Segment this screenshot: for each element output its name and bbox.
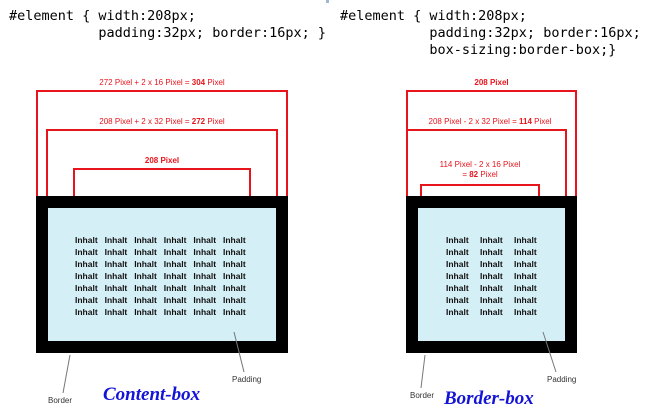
content-word: Inhalt (193, 295, 217, 305)
content-word: Inhalt (480, 235, 503, 245)
content-word: Inhalt (514, 295, 537, 305)
content-word: Inhalt (163, 247, 187, 257)
padding-width-bracket (46, 129, 278, 198)
padding-width-bracket (406, 129, 567, 198)
content-box-code: #element { width:208px; padding:32px; bo… (9, 8, 326, 42)
content-word: Inhalt (75, 271, 98, 281)
outer-width-bracket (36, 90, 288, 198)
border-label: Border (410, 391, 435, 400)
content-word: Inhalt (514, 247, 537, 257)
content-word: Inhalt (514, 259, 537, 269)
content-word: Inhalt (163, 307, 187, 317)
content-word: Inhalt (480, 247, 503, 257)
content-word: Inhalt (446, 307, 469, 317)
content-width-label: 114 Pixel - 2 x 16 Pixel= 82 Pixel (439, 160, 521, 179)
content-word: Inhalt (223, 283, 246, 293)
content-word: Inhalt (163, 271, 187, 281)
content-word: Inhalt (480, 259, 503, 269)
content-word: Inhalt (134, 271, 157, 281)
padding-area (418, 208, 565, 341)
content-word: Inhalt (480, 307, 503, 317)
border-box-title: Border-box (444, 388, 534, 409)
content-word: Inhalt (134, 259, 157, 269)
content-word: Inhalt (480, 283, 503, 293)
content-word: Inhalt (163, 295, 187, 305)
content-width-bracket (73, 168, 251, 198)
content-word: Inhalt (75, 295, 98, 305)
code-line: #element { width:208px; (9, 8, 196, 24)
content-word: Inhalt (446, 235, 469, 245)
content-word: Inhalt (104, 295, 128, 305)
border-box-code: #element { width:208px; padding:32px; bo… (340, 8, 641, 59)
content-width-bracket (420, 184, 540, 198)
padding-area (48, 208, 276, 341)
content-word: Inhalt (163, 283, 187, 293)
content-word: Inhalt (223, 307, 246, 317)
content-word: Inhalt (104, 247, 128, 257)
content-word: Inhalt (446, 247, 469, 257)
content-word: Inhalt (193, 307, 217, 317)
content-word: Inhalt (104, 283, 128, 293)
content-word: Inhalt (514, 283, 537, 293)
content-word: Inhalt (223, 295, 246, 305)
content-word: Inhalt (223, 271, 246, 281)
border-pointer (420, 354, 426, 389)
content-word: Inhalt (75, 259, 98, 269)
content-word: Inhalt (75, 307, 98, 317)
content-word: Inhalt (223, 259, 246, 269)
code-line: box-sizing:border-box;} (340, 42, 617, 58)
outer-width-label: 208 Pixel (474, 78, 509, 87)
content-word: Inhalt (446, 271, 469, 281)
padding-width-label: 208 Pixel + 2 x 32 Pixel = 272 Pixel (99, 117, 225, 126)
content-word: Inhalt (104, 235, 128, 245)
content-word: Inhalt (446, 283, 469, 293)
padding-width-label: 208 Pixel - 2 x 32 Pixel = 114 Pixel (428, 117, 552, 126)
content-word: Inhalt (134, 307, 157, 317)
content-word: Inhalt (193, 259, 217, 269)
code-line: padding:32px; border:16px; (340, 25, 641, 41)
content-word: Inhalt (104, 259, 128, 269)
content-word: Inhalt (514, 307, 537, 317)
content-word: Inhalt (163, 259, 187, 269)
content-word: Inhalt (193, 271, 217, 281)
content-word: Inhalt (446, 259, 469, 269)
padding-label: Padding (232, 375, 262, 384)
content-word: Inhalt (193, 247, 217, 257)
content-word: Inhalt (75, 283, 98, 293)
content-word: Inhalt (193, 235, 217, 245)
content-width-label: 208 Pixel (144, 156, 180, 165)
content-word: Inhalt (514, 235, 537, 245)
code-line: padding:32px; border:16px; } (9, 25, 326, 41)
content-word: Inhalt (193, 283, 217, 293)
content-word: Inhalt (104, 307, 128, 317)
content-word: Inhalt (104, 271, 128, 281)
content-word: Inhalt (446, 295, 469, 305)
content-word: Inhalt (134, 235, 157, 245)
padding-label: Padding (547, 375, 577, 384)
content-word: Inhalt (480, 271, 503, 281)
border-label: Border (48, 396, 73, 405)
content-word: Inhalt (134, 295, 157, 305)
content-word: Inhalt (514, 271, 537, 281)
content-word: Inhalt (163, 235, 187, 245)
content-word: Inhalt (223, 235, 246, 245)
content-word: Inhalt (223, 247, 246, 257)
code-line: #element { width:208px; (340, 8, 527, 24)
content-box-title: Content-box (103, 384, 201, 405)
border-pointer (62, 354, 71, 394)
content-word: Inhalt (134, 247, 157, 257)
top-marker (326, 0, 329, 3)
outer-width-label: 272 Pixel + 2 x 16 Pixel = 304 Pixel (99, 78, 225, 87)
content-word: Inhalt (134, 283, 157, 293)
content-word: Inhalt (75, 235, 98, 245)
content-word: Inhalt (480, 295, 503, 305)
content-word: Inhalt (75, 247, 98, 257)
